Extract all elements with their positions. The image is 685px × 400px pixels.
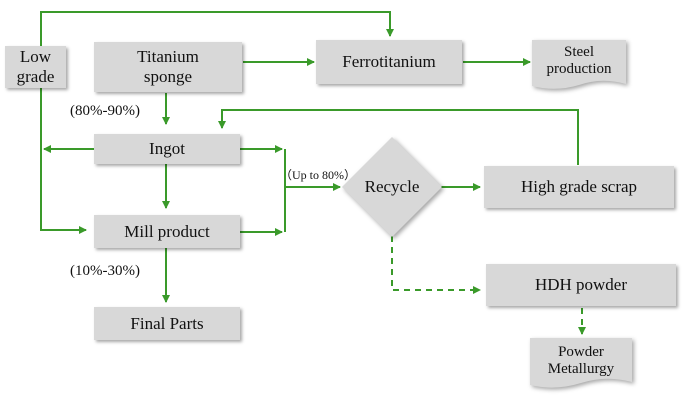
- hdh-powder-label: HDH powder: [534, 275, 628, 295]
- ferrotitanium-box: Ferrotitanium: [316, 40, 462, 84]
- ingot-box: Ingot: [94, 134, 240, 164]
- powder-metallurgy-line2: Metallurgy: [547, 361, 615, 377]
- connector-lowgrade-vertical: [40, 88, 87, 234]
- label-up-to-80: （Up to 80%）: [280, 168, 356, 182]
- hdh-powder-box: HDH powder: [486, 264, 676, 306]
- label-mill-to-final: (10%-30%): [70, 263, 140, 279]
- connector-recycle-to-hdh: [391, 236, 481, 294]
- low-grade-box: Low grade: [5, 46, 66, 88]
- high-grade-scrap-box: High grade scrap: [484, 166, 674, 208]
- connector-scrap-to-ingot: [218, 109, 579, 165]
- recycle-diamond: [342, 137, 442, 237]
- mill-product-label: Mill product: [124, 221, 210, 241]
- ferrotitanium-label: Ferrotitanium: [342, 52, 436, 72]
- recycle-label: Recycle: [364, 177, 420, 196]
- steel-production-line1: Steel: [564, 43, 594, 60]
- mill-product-box: Mill product: [94, 215, 240, 248]
- label-sponge-to-ingot: (80%-90%): [70, 103, 140, 119]
- steel-production-shape: [532, 40, 626, 89]
- steel-production-text: Steel production: [532, 40, 626, 82]
- titanium-sponge-line2: sponge: [143, 67, 193, 86]
- steel-production-line2: production: [546, 61, 612, 77]
- low-grade-line2: grade: [16, 67, 55, 86]
- final-parts-box: Final Parts: [94, 307, 240, 340]
- powder-metallurgy-shape: [530, 338, 632, 388]
- powder-metallurgy-line1: Powder: [558, 343, 604, 360]
- powder-metallurgy-text: Powder Metallurgy: [530, 340, 632, 382]
- titanium-sponge-line1: Titanium: [137, 47, 199, 67]
- connector-lowgrade-to-ferrotitanium: [40, 11, 394, 47]
- titanium-sponge-box: Titanium sponge: [94, 42, 242, 92]
- ingot-label: Ingot: [149, 139, 185, 159]
- low-grade-line1: Low: [19, 47, 52, 67]
- high-grade-scrap-label: High grade scrap: [520, 177, 638, 197]
- final-parts-label: Final Parts: [130, 313, 204, 333]
